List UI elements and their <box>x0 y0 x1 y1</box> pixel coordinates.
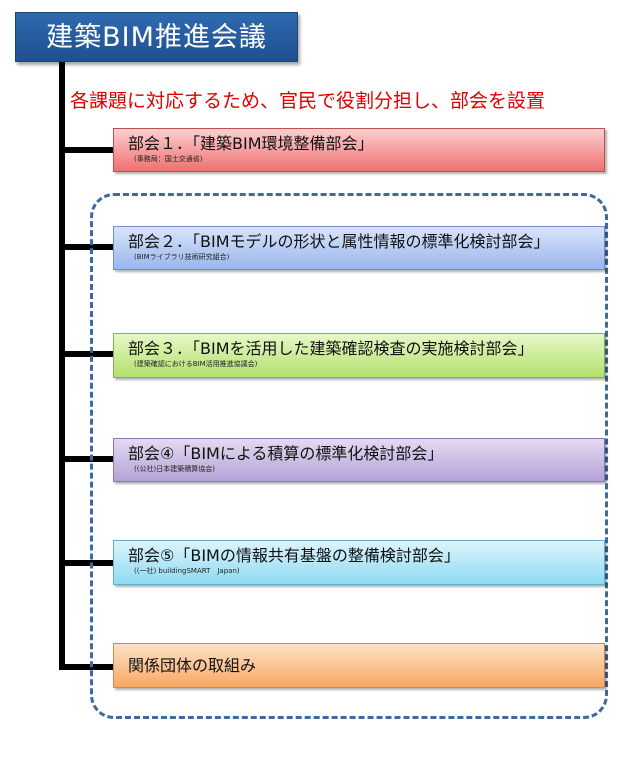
committee-secretariat: ((一社) buildingSMART Japan) <box>134 567 240 575</box>
committee-secretariat: (BIMライブラリ技術研究組合) <box>134 253 230 261</box>
branch-line-2 <box>59 244 115 250</box>
branch-line-4 <box>59 456 115 462</box>
committee-secretariat: ((公社)日本建築積算協会) <box>134 465 215 473</box>
dashed-group-frame <box>90 193 608 719</box>
branch-line-5 <box>59 560 115 566</box>
committee-name: 関係団体の取組み <box>128 656 257 675</box>
branch-line-6 <box>59 664 115 670</box>
title-text: 建築BIM推進会議 <box>46 22 267 53</box>
committee-name: 部会１．「建築BIM環境整備部会」 <box>128 134 374 153</box>
committee-box-1: 部会１．「建築BIM環境整備部会」 (事務局：国土交通省) <box>113 128 605 172</box>
related-organizations-box: 関係団体の取組み <box>113 643 605 688</box>
branch-line-3 <box>59 351 115 357</box>
committee-box-3: 部会３．「BIMを活用した建築確認検査の実施検討部会」 (建築確認におけるBIM… <box>113 333 605 378</box>
committee-name: 部会⑤「BIMの情報共有基盤の整備検討部会」 <box>128 546 460 565</box>
title-box: 建築BIM推進会議 <box>15 12 298 62</box>
committee-secretariat: (建築確認におけるBIM活用推進協議会) <box>134 360 258 368</box>
committee-box-4: 部会④「BIMによる積算の標準化検討部会」 ((公社)日本建築積算協会) <box>113 438 605 482</box>
tree-trunk-line <box>59 62 65 670</box>
subtitle-text: 各課題に対応するため、官民で役割分担し、部会を設置 <box>70 90 546 112</box>
committee-box-5: 部会⑤「BIMの情報共有基盤の整備検討部会」 ((一社) buildingSMA… <box>113 540 605 585</box>
committee-name: 部会２．「BIMモデルの形状と属性情報の標準化検討部会」 <box>128 232 550 251</box>
committee-name: 部会３．「BIMを活用した建築確認検査の実施検討部会」 <box>128 339 534 358</box>
committee-secretariat: (事務局：国土交通省) <box>134 155 203 163</box>
committee-box-2: 部会２．「BIMモデルの形状と属性情報の標準化検討部会」 (BIMライブラリ技術… <box>113 226 605 270</box>
branch-line-1 <box>59 147 115 153</box>
committee-name: 部会④「BIMによる積算の標準化検討部会」 <box>128 444 444 463</box>
